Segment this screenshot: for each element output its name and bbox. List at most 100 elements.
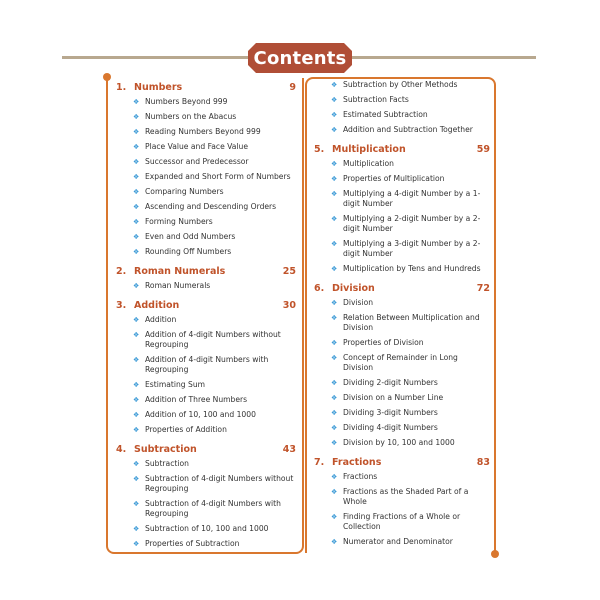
diamond-bullet-icon: ❖ <box>331 96 338 104</box>
topic-item[interactable]: ❖Dividing 3-digit Numbers <box>331 408 438 417</box>
topic-item[interactable]: ❖Expanded and Short Form of Numbers <box>133 172 291 181</box>
topic-item[interactable]: ❖Concept of Remainder in Long Division <box>331 353 458 372</box>
diamond-bullet-icon: ❖ <box>133 381 140 389</box>
topic-item[interactable]: ❖Addition of 10, 100 and 1000 <box>133 410 256 419</box>
diamond-bullet-icon: ❖ <box>331 299 338 307</box>
topic-item[interactable]: ❖Rounding Off Numbers <box>133 247 232 256</box>
topic-item[interactable]: ❖Fractions as the Shaded Part of a Whole <box>331 487 469 506</box>
topic-item[interactable]: ❖Relation Between Multiplication and Div… <box>331 313 480 332</box>
topic-item[interactable]: ❖Subtraction of 4-digit Numbers with Reg… <box>133 499 281 518</box>
topic-item[interactable]: ❖Properties of Division <box>331 338 424 347</box>
diamond-bullet-icon: ❖ <box>331 160 338 168</box>
topic-item[interactable]: ❖Multiplication <box>331 159 394 168</box>
topic-item[interactable]: ❖Properties of Addition <box>133 425 227 434</box>
header-rule-right <box>350 56 536 59</box>
chapter-heading[interactable]: 3. Addition 30 <box>116 300 296 311</box>
diamond-bullet-icon: ❖ <box>133 158 140 166</box>
topic-item[interactable]: ❖Numerator and Denominator <box>331 537 453 546</box>
topic-item[interactable]: ❖Subtraction of 10, 100 and 1000 <box>133 524 269 533</box>
topic-item[interactable]: ❖Division <box>331 298 374 307</box>
diamond-bullet-icon: ❖ <box>331 473 338 481</box>
topic-item[interactable]: ❖Multiplication by Tens and Hundreds <box>331 264 481 273</box>
diamond-bullet-icon: ❖ <box>331 339 338 347</box>
diamond-bullet-icon: ❖ <box>331 240 338 248</box>
chapter-number: 6. <box>314 283 325 294</box>
chapter-number: 5. <box>314 144 325 155</box>
topic-item[interactable]: ❖Addition of Three Numbers <box>133 395 248 404</box>
diamond-bullet-icon: ❖ <box>331 111 338 119</box>
chapter-heading[interactable]: 4. Subtraction 43 <box>116 444 296 455</box>
diamond-bullet-icon: ❖ <box>331 439 338 447</box>
topic-item[interactable]: ❖Estimating Sum <box>133 380 206 389</box>
topic-item[interactable]: ❖Finding Fractions of a Whole or Collect… <box>331 512 461 531</box>
topic-item[interactable]: ❖Fractions <box>331 472 378 481</box>
chapter-heading[interactable]: 7. Fractions 83 <box>314 457 490 468</box>
topic-item[interactable]: ❖Subtraction Facts <box>331 95 409 104</box>
diamond-bullet-icon: ❖ <box>133 540 140 548</box>
diamond-bullet-icon: ❖ <box>331 379 338 387</box>
left-column-frame <box>103 73 304 554</box>
chapter-title: Addition <box>134 300 180 311</box>
chapter-number: 1. <box>116 82 127 93</box>
topic-item[interactable]: ❖Dividing 2-digit Numbers <box>331 378 438 387</box>
topic-item[interactable]: ❖Successor and Predecessor <box>133 157 249 166</box>
diamond-bullet-icon: ❖ <box>133 475 140 483</box>
diamond-bullet-icon: ❖ <box>133 218 140 226</box>
frame-dot-icon <box>491 550 499 558</box>
topic-item[interactable]: ❖Reading Numbers Beyond 999 <box>133 127 261 136</box>
topic-item[interactable]: ❖Multiplying a 2-digit Number by a 2-dig… <box>331 214 481 233</box>
topic-item[interactable]: ❖Place Value and Face Value <box>133 142 249 151</box>
right-column: ❖Subtraction by Other Methods ❖Subtracti… <box>314 80 490 552</box>
chapter-page: 30 <box>282 300 296 311</box>
topic-item[interactable]: ❖Forming Numbers <box>133 217 213 226</box>
diamond-bullet-icon: ❖ <box>331 394 338 402</box>
topic-item[interactable]: ❖Addition of 4-digit Numbers without Reg… <box>133 330 281 349</box>
topic-item[interactable]: ❖Numbers on the Abacus <box>133 112 237 121</box>
topic-item[interactable]: ❖Addition <box>133 315 177 324</box>
topic-item[interactable]: ❖Properties of Multiplication <box>331 174 445 183</box>
chapter-page: 72 <box>476 283 490 294</box>
topic-item[interactable]: ❖Multiplying a 3-digit Number by a 2-dig… <box>331 239 481 258</box>
chapter-title: Numbers <box>134 82 183 93</box>
topic-item[interactable]: ❖Comparing Numbers <box>133 187 224 196</box>
contents-title-badge: Contents <box>248 43 352 73</box>
chapter-heading[interactable]: 1. Numbers 9 <box>116 82 296 93</box>
topic-item[interactable]: ❖Addition of 4-digit Numbers with Regrou… <box>133 355 269 374</box>
topic-item[interactable]: ❖Dividing 4-digit Numbers <box>331 423 438 432</box>
diamond-bullet-icon: ❖ <box>133 248 140 256</box>
topic-item[interactable]: ❖Subtraction of 4-digit Numbers without … <box>133 474 294 493</box>
diamond-bullet-icon: ❖ <box>133 460 140 468</box>
diamond-bullet-icon: ❖ <box>331 126 338 134</box>
topic-item[interactable]: ❖Multiplying a 4-digit Number by a 1-dig… <box>331 189 481 208</box>
chapter-heading[interactable]: 2. Roman Numerals 25 <box>116 266 296 277</box>
chapter-page: 59 <box>476 144 490 155</box>
diamond-bullet-icon: ❖ <box>133 143 140 151</box>
topic-item[interactable]: ❖Subtraction by Other Methods <box>331 80 458 89</box>
chapter-page: 83 <box>476 457 490 468</box>
chapter-number: 2. <box>116 266 127 277</box>
chapter-title: Multiplication <box>332 144 406 155</box>
diamond-bullet-icon: ❖ <box>133 356 140 364</box>
topic-item[interactable]: ❖Ascending and Descending Orders <box>133 202 277 211</box>
topic-item[interactable]: ❖Subtraction <box>133 459 189 468</box>
diamond-bullet-icon: ❖ <box>331 81 338 89</box>
diamond-bullet-icon: ❖ <box>133 282 140 290</box>
left-column: 1. Numbers 9 ❖Numbers Beyond 999 ❖Number… <box>116 82 296 554</box>
diamond-bullet-icon: ❖ <box>133 411 140 419</box>
chapter-heading[interactable]: 6. Division 72 <box>314 283 490 294</box>
topic-item[interactable]: ❖Division by 10, 100 and 1000 <box>331 438 455 447</box>
topic-item[interactable]: ❖Even and Odd Numbers <box>133 232 236 241</box>
topic-item[interactable]: ❖Properties of Subtraction <box>133 539 240 548</box>
topic-item[interactable]: ❖Addition and Subtraction Together <box>331 125 473 134</box>
diamond-bullet-icon: ❖ <box>133 316 140 324</box>
diamond-bullet-icon: ❖ <box>331 314 338 322</box>
diamond-bullet-icon: ❖ <box>331 190 338 198</box>
chapter-heading[interactable]: 5. Multiplication 59 <box>314 144 490 155</box>
right-column-frame <box>305 77 499 558</box>
topic-item[interactable]: ❖Division on a Number Line <box>331 393 444 402</box>
topic-item[interactable]: ❖Estimated Subtraction <box>331 110 428 119</box>
topic-item[interactable]: ❖Roman Numerals <box>133 281 211 290</box>
diamond-bullet-icon: ❖ <box>331 538 338 546</box>
topic-item[interactable]: ❖Numbers Beyond 999 <box>133 97 228 106</box>
diamond-bullet-icon: ❖ <box>331 175 338 183</box>
